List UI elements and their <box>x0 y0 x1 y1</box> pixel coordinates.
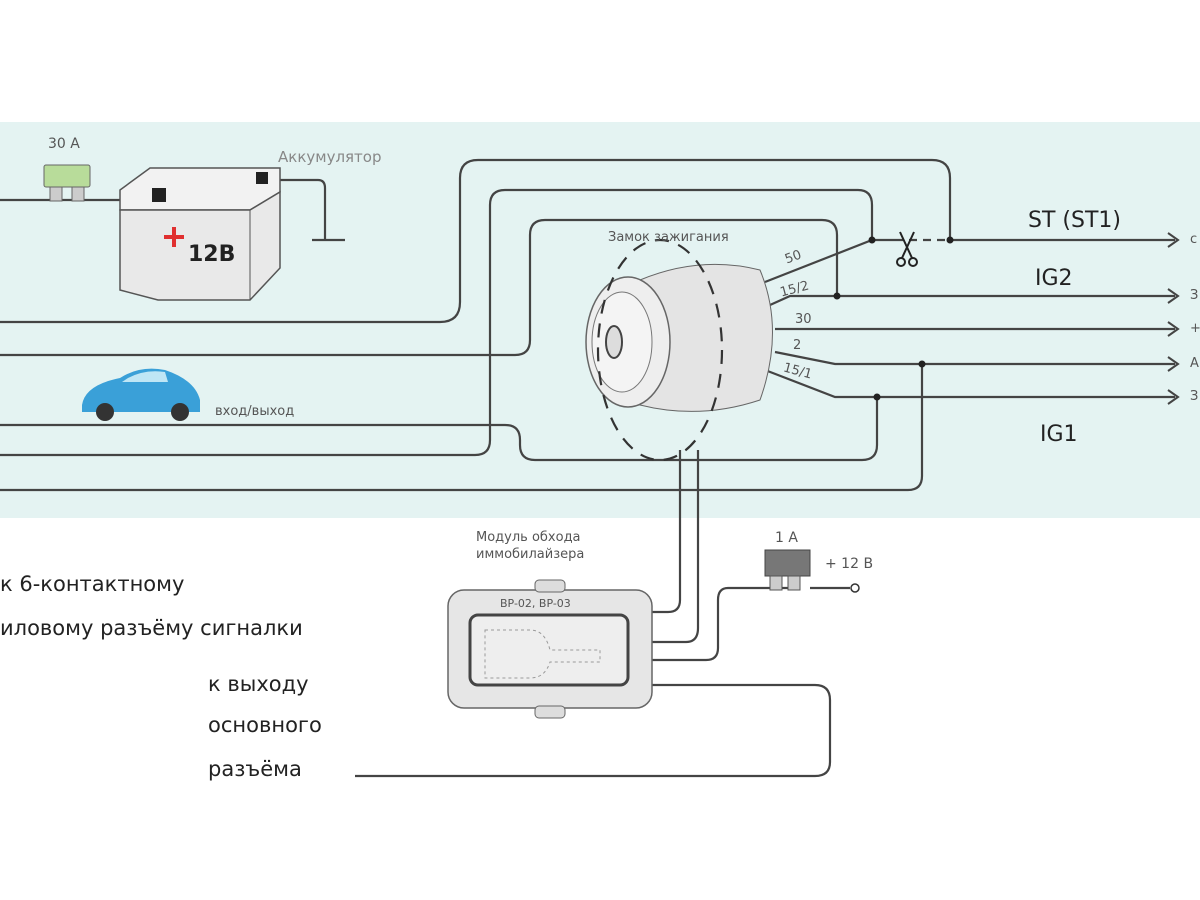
output-ig1: З <box>1190 389 1199 404</box>
signal-ig2: IG2 <box>1035 266 1073 291</box>
note-six-pin-2: иловому разъёму сигналки <box>0 616 303 640</box>
battery-voltage: 12В <box>188 242 236 267</box>
arrows <box>1167 232 1180 405</box>
scissors-icon <box>896 231 918 267</box>
signal-st: ST (ST1) <box>1028 208 1121 233</box>
terminal-icon <box>850 583 860 593</box>
car-icon <box>82 368 200 421</box>
immobilizer-module-icon <box>447 579 653 719</box>
battery-icon <box>119 167 281 301</box>
module-title-2: иммобилайзера <box>476 547 585 562</box>
module-title-1: Модуль обхода <box>476 530 581 545</box>
signal-ig1: IG1 <box>1040 422 1078 447</box>
note-main-1: к выходу <box>208 672 309 696</box>
fuse-1a-label: 1 A <box>775 530 798 546</box>
fuse-1a-icon <box>764 549 811 591</box>
wires <box>0 158 1175 778</box>
supply-label: + 12 В <box>825 556 874 572</box>
note-main-3: разъёма <box>208 757 302 781</box>
output-30: + <box>1190 321 1200 336</box>
car-label: вход/выход <box>215 404 295 419</box>
module-model: BP-02, BP-03 <box>500 597 571 610</box>
note-main-2: основного <box>208 713 322 737</box>
ignition-switch-icon <box>585 238 773 462</box>
ignition-label: Замок зажигания <box>608 230 729 245</box>
st-loop-wire <box>0 158 952 324</box>
fuse-30a-icon <box>43 164 91 202</box>
fuse-30a-label: 30 A <box>48 136 80 152</box>
ground-wire <box>262 178 327 240</box>
battery-label: Аккумулятор <box>278 148 382 166</box>
output-ig2: З <box>1190 288 1199 303</box>
output-2: А <box>1190 356 1199 371</box>
junctions <box>833 236 954 401</box>
output-st: с <box>1190 232 1198 247</box>
note-six-pin-1: к 6-контактному <box>0 572 185 596</box>
pin-30: 30 <box>795 312 812 327</box>
pin-2: 2 <box>793 338 802 353</box>
